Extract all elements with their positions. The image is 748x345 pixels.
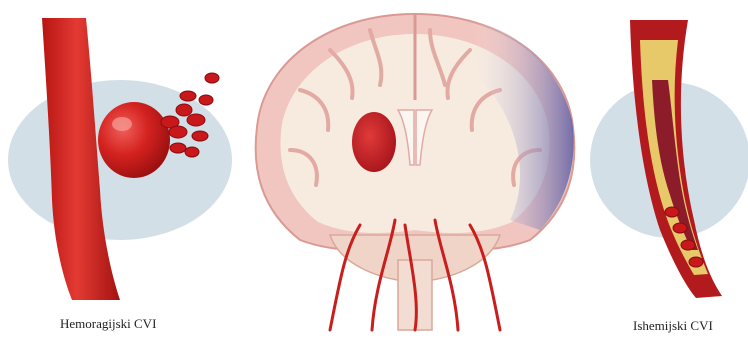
ischemic-stroke-label: Ishemijski CVI bbox=[633, 318, 713, 334]
hemorrhage-region bbox=[352, 112, 396, 172]
hemorrhagic-stroke-label: Hemoragijski CVI bbox=[60, 316, 156, 332]
brain-coronal-section-icon bbox=[256, 14, 575, 330]
